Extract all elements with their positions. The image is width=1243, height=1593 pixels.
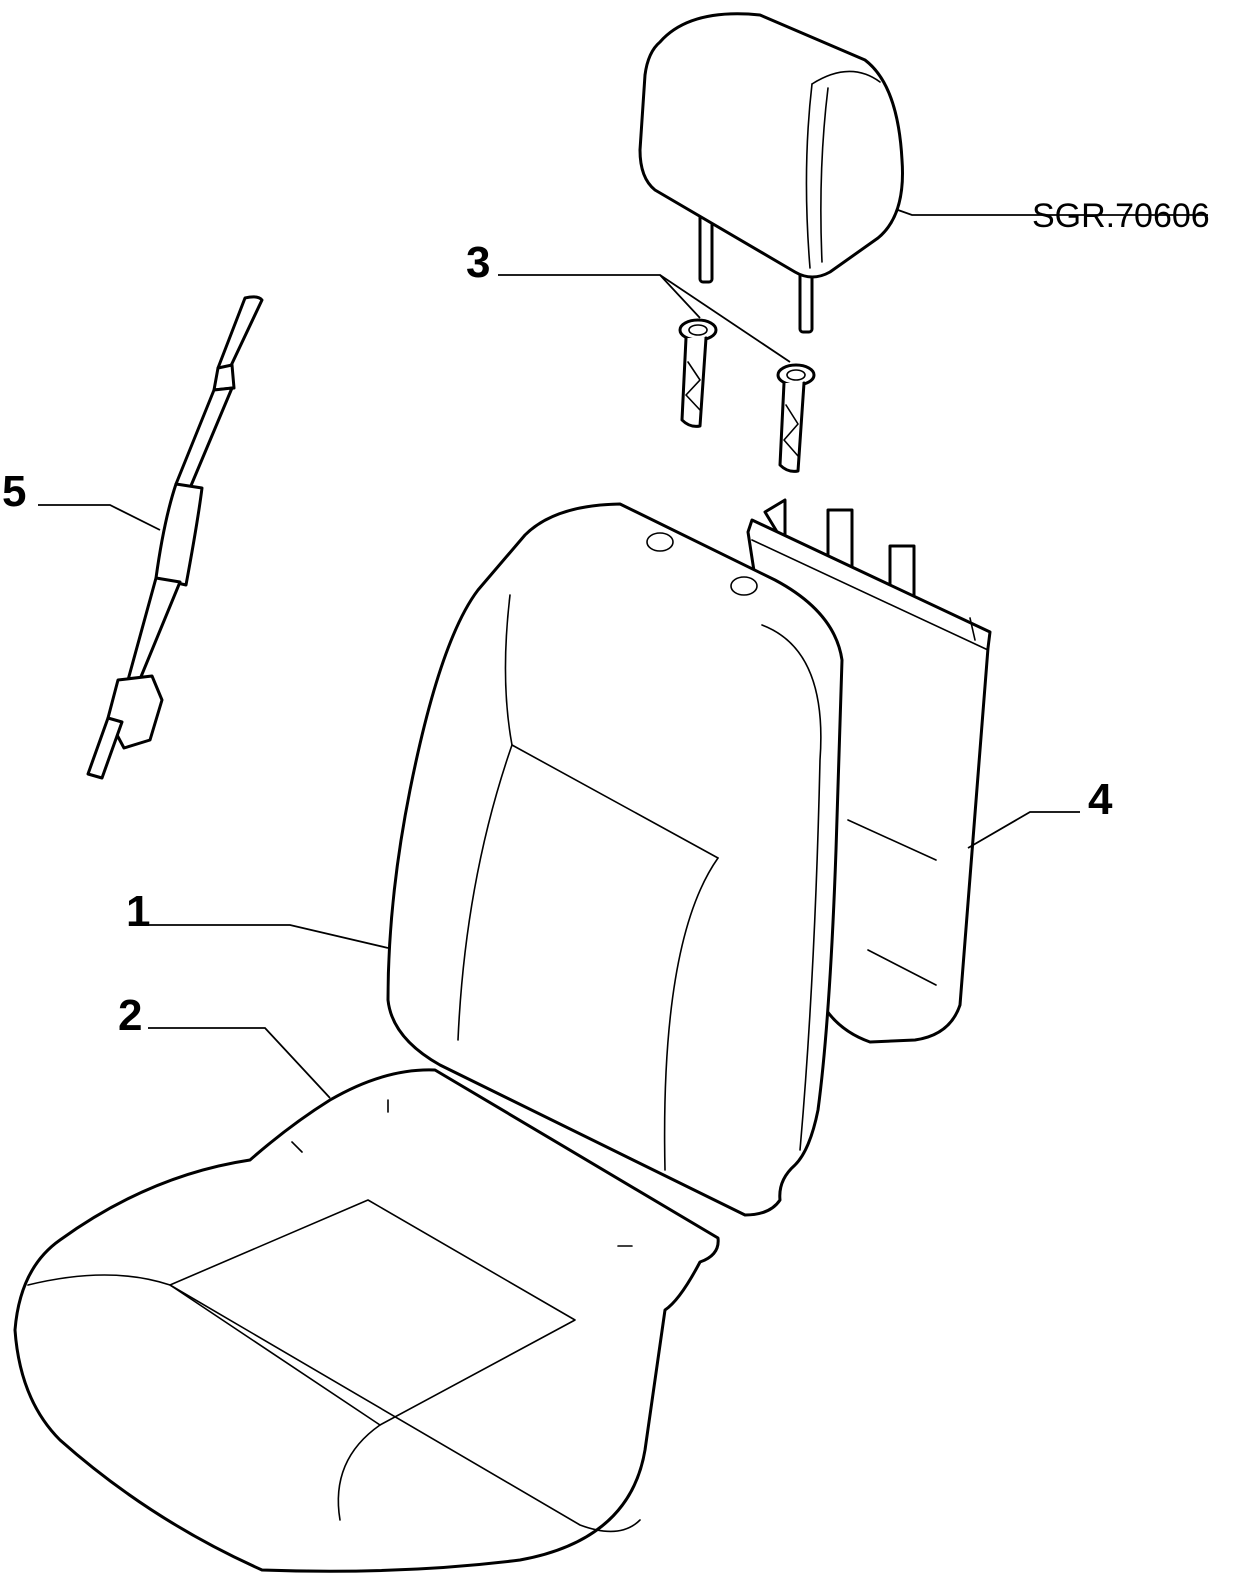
headrest-guide-right xyxy=(776,363,816,473)
headrest-hole-left xyxy=(646,532,674,552)
reference-code: SGR.70606 xyxy=(1032,197,1210,235)
leader-4 xyxy=(967,811,1080,849)
callout-5: 5 xyxy=(2,467,26,516)
leader-reference xyxy=(897,209,1208,216)
leader-3-right xyxy=(659,274,791,363)
callout-3: 3 xyxy=(466,238,490,287)
leader-lines xyxy=(38,209,1208,1099)
leader-5 xyxy=(38,504,161,531)
seat-back-cover xyxy=(386,502,844,1217)
seat-cushion-cover xyxy=(13,1068,720,1573)
callout-2: 2 xyxy=(118,991,142,1040)
leader-1 xyxy=(148,924,389,949)
callout-4: 4 xyxy=(1088,775,1113,824)
leader-2 xyxy=(148,1027,331,1099)
callout-1: 1 xyxy=(126,887,150,936)
headrest-guides xyxy=(678,318,816,473)
headrest-hole-right xyxy=(730,576,758,596)
headrest-guide-left xyxy=(678,318,718,428)
adjuster-rod xyxy=(86,295,264,780)
headrest xyxy=(638,12,904,334)
